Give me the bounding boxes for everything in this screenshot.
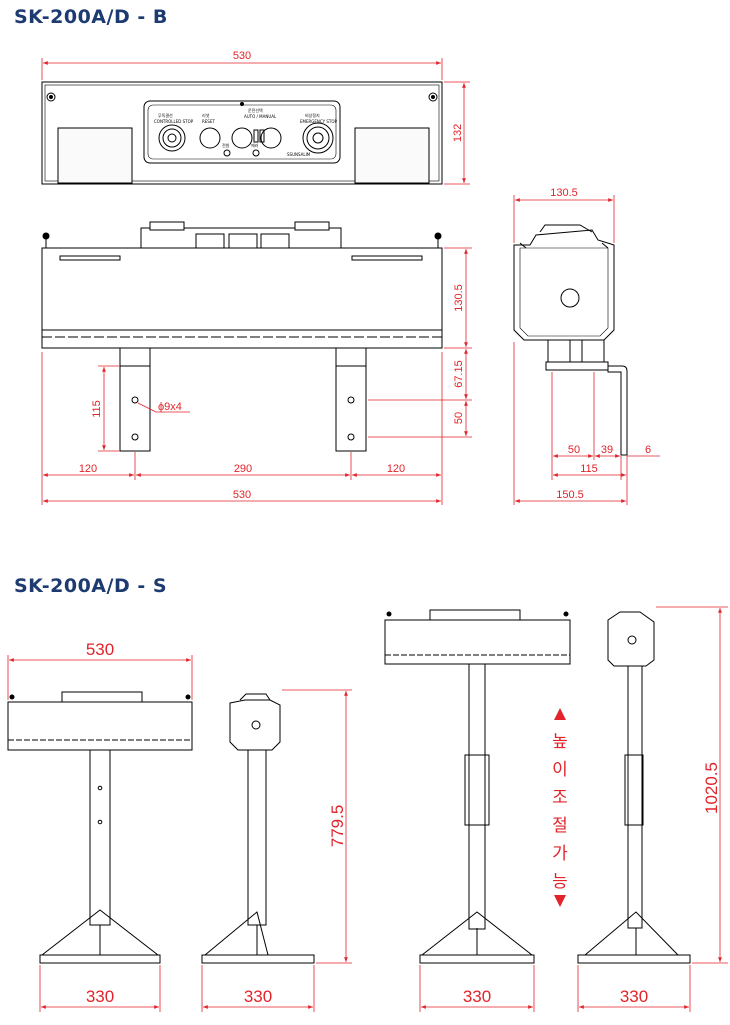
dim-side-50: 50 [568, 444, 580, 456]
side-view [513, 224, 628, 456]
dim-front-hole-pitch: 50 [453, 412, 465, 424]
top-view-dims [41, 58, 470, 185]
dim-hole-note: ϕ9x4 [158, 401, 182, 413]
dim-top-width: 530 [233, 50, 251, 62]
section-s-dims [7, 606, 728, 1012]
dim-side-39: 39 [601, 444, 613, 456]
label-reset: 리셋 [202, 112, 210, 118]
adjust-char-5: 가 [552, 844, 568, 864]
dim-side-6: 6 [645, 444, 651, 456]
label-stop-en: CONTROLLED STOP [154, 119, 194, 124]
label-led2: 에러 [251, 142, 259, 148]
adjust-char-6: 능 [552, 872, 568, 892]
adjust-char-2: 이 [552, 760, 568, 780]
label-estop-en: EMERGENCY STOP [300, 119, 337, 124]
front-view-dims [41, 247, 472, 505]
label-select-en: AUTO / MANUAL [244, 114, 277, 119]
arrow-down-icon [554, 895, 566, 907]
dim-s-base-4: 330 [620, 987, 648, 1006]
dim-side-top-width: 130.5 [550, 187, 578, 199]
stand-side-high [577, 611, 691, 964]
dim-s-height-high: 1020.5 [702, 762, 721, 814]
top-view-labels: 무독결선 CONTROLLED STOP 리셋 RESET 운전선택 AUTO … [154, 107, 337, 157]
label-estop: 비상정지 [305, 112, 320, 118]
front-view [41, 221, 443, 452]
adjust-char-3: 조 [552, 788, 568, 808]
arrow-up-icon [554, 708, 566, 720]
dim-front-bracket-height: 67.15 [453, 360, 465, 388]
stand-side-low [201, 693, 315, 964]
label-brand: SSUNSALIM [287, 152, 311, 157]
dim-offset-right: 120 [387, 463, 405, 475]
label-select: 운전선택 [248, 107, 263, 113]
adjust-char-4: 절 [552, 816, 568, 836]
dim-s-base-1: 330 [86, 987, 114, 1006]
dim-front-body-height: 130.5 [453, 284, 465, 312]
section-s-title: SK-200A/D - S [14, 575, 168, 597]
dim-top-height: 132 [452, 124, 464, 142]
dim-s-base-3: 330 [463, 987, 491, 1006]
dim-pitch: 290 [234, 463, 252, 475]
dim-offset-left: 120 [79, 463, 97, 475]
dim-s-width: 530 [86, 640, 114, 659]
label-led1: 전원 [222, 142, 230, 148]
dim-side-115: 115 [580, 463, 598, 475]
section-b-title: SK-200A/D - B [14, 6, 168, 28]
label-stop: 무독결선 [158, 112, 173, 118]
top-view [41, 81, 443, 185]
stand-front-high [384, 609, 571, 964]
dim-bracket-height: 115 [91, 400, 103, 418]
height-adjust-label: 높 이 조 절 가 능 [552, 732, 568, 892]
adjust-char-1: 높 [552, 732, 568, 752]
dim-front-total-width: 530 [233, 489, 251, 501]
dim-s-base-2: 330 [244, 987, 272, 1006]
dim-side-total-width: 150.5 [556, 489, 584, 501]
stand-front-low [7, 691, 193, 964]
label-reset-en: RESET [202, 119, 215, 124]
dim-s-height-low: 779.5 [328, 805, 347, 848]
side-view-dims [513, 195, 660, 505]
